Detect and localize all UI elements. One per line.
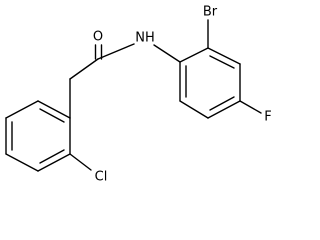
bond-ring-a-4-inner (209, 96, 235, 111)
bond-ring-a-4 (207, 100, 241, 119)
bond-ring-a-2-inner (209, 55, 235, 69)
atom-label-chlorine: Cl (95, 170, 108, 185)
structure-diagram: O NH Br F Cl (5, 5, 272, 185)
bond-ring-b-4 (5, 153, 39, 172)
bond-ring-b-1 (37, 100, 71, 119)
bond-ring-b-1-inner (39, 108, 65, 123)
bond-c-f (239, 100, 262, 114)
bond-ring-a-1 (179, 47, 209, 63)
bond-ring-a-2 (207, 47, 241, 65)
molecule-structure: O NH Br F Cl (5, 5, 272, 185)
atom-label-oxygen: O (93, 30, 103, 45)
atom-label-fluorine: F (264, 110, 271, 125)
bond-ring-a-5 (179, 100, 209, 119)
bond-n-aryl (153, 44, 181, 63)
bond-carbonyl-n (97, 43, 135, 60)
bond-ring-b-5-inner (39, 149, 65, 164)
atom-label-nh: NH (135, 31, 155, 46)
bond-ring-b-5 (37, 153, 71, 172)
bond-c-cl (69, 153, 92, 171)
atom-label-bromine: Br (203, 5, 218, 20)
bond-carbonyl-ch2 (69, 58, 99, 80)
bond-ring-b-2 (5, 100, 39, 119)
